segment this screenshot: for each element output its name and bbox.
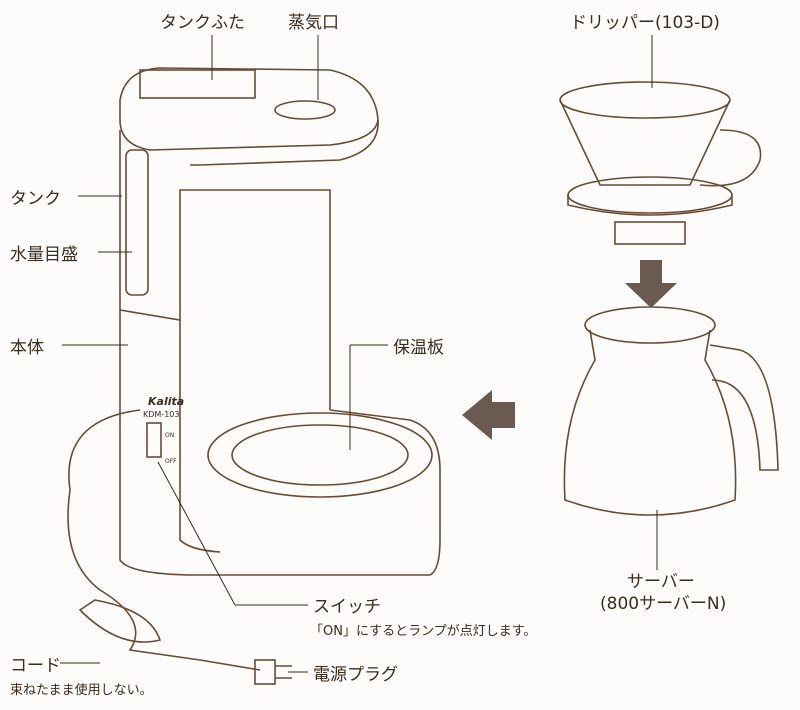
tank-body xyxy=(119,130,331,410)
label-switch-note: 「ON」にするとランプが点灯します。 xyxy=(310,624,537,639)
model-label: KDM-103 xyxy=(143,410,180,419)
label-water-gauge: 水量目盛 xyxy=(10,245,78,265)
switch-off-label: OFF xyxy=(165,458,177,465)
server-illustration xyxy=(563,306,779,516)
switch-shape xyxy=(146,422,162,458)
label-tank-lid: タンクふた xyxy=(160,13,245,33)
label-server: サーバー xyxy=(627,572,695,592)
label-body: 本体 xyxy=(10,338,44,358)
switch-on-label: ON xyxy=(165,432,175,439)
tank-top xyxy=(119,67,379,151)
tank-lid-shape xyxy=(139,69,256,99)
water-gauge-shape xyxy=(125,149,149,296)
label-dripper: ドリッパー(103-D) xyxy=(570,13,720,33)
body-shape xyxy=(119,310,441,576)
warming-plate-shape xyxy=(207,412,433,498)
label-switch: スイッチ xyxy=(313,597,381,617)
label-steam-vent: 蒸気口 xyxy=(288,13,339,33)
dripper-illustration xyxy=(559,81,762,245)
label-cord: コード xyxy=(10,656,61,676)
label-plug: 電源プラグ xyxy=(313,665,398,685)
label-server-model: (800サーバーN) xyxy=(600,594,727,614)
steam-vent-shape xyxy=(274,100,336,120)
brand-logo: Kalita xyxy=(148,395,185,408)
label-warming-plate: 保温板 xyxy=(393,338,444,358)
power-cord xyxy=(67,409,261,671)
coffee-maker-illustration xyxy=(67,67,441,685)
cord-bundle xyxy=(78,599,162,643)
label-tank: タンク xyxy=(10,189,61,209)
down-arrow-icon xyxy=(625,260,677,308)
left-arrow-icon xyxy=(462,390,515,440)
plug-shape xyxy=(254,659,276,685)
label-cord-note: 束ねたまま使用しない。 xyxy=(10,683,153,698)
